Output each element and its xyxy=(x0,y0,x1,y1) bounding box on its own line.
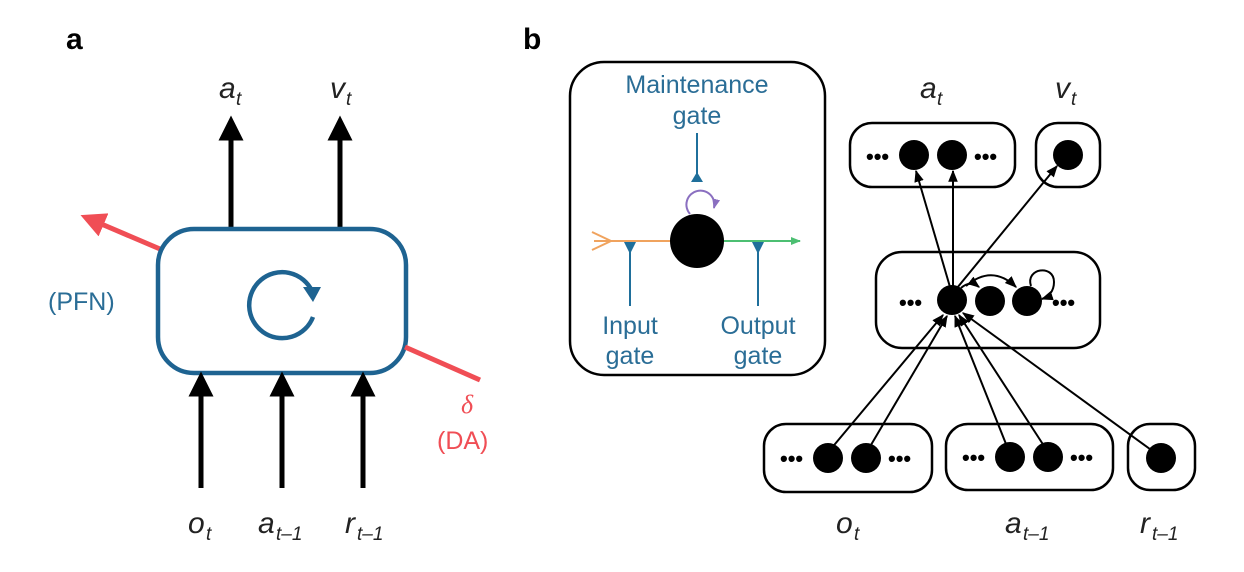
output-label-sub: t xyxy=(346,89,352,110)
circular-arrow-icon xyxy=(246,269,321,341)
panel-a: a a t v t (PFN) δ (DA) xyxy=(48,23,488,545)
recurrent-connection-arrow xyxy=(965,274,1017,288)
b-output-label-value: v t xyxy=(1055,72,1077,110)
unit-node xyxy=(1033,442,1063,472)
unit-node xyxy=(899,140,929,170)
ellipsis: ••• xyxy=(1070,445,1093,470)
input-label-sub: t xyxy=(854,524,860,545)
layer-box xyxy=(1034,121,1102,189)
memory-cell-node xyxy=(670,214,724,268)
input-to-hidden-arrow xyxy=(867,314,948,451)
input-label-sub: t–1 xyxy=(276,524,302,545)
output-label-main: a xyxy=(219,72,236,105)
layer-box xyxy=(762,422,934,494)
output-gate-label-line1: Output xyxy=(720,312,795,340)
value-output-layer xyxy=(1034,121,1102,189)
input-label-main: r xyxy=(345,507,356,540)
prev-action-input-layer: ••• ••• xyxy=(944,422,1115,492)
self-recurrent-arrow xyxy=(1029,269,1056,301)
input-to-hidden-arrow xyxy=(829,314,944,451)
maintenance-gate-terminal xyxy=(691,172,703,182)
output-label-sub: t xyxy=(937,89,943,110)
output-label-main: v xyxy=(1055,72,1072,105)
output-label-value: v t xyxy=(330,72,352,110)
layer-box xyxy=(874,250,1102,350)
panel-a-label: a xyxy=(66,23,83,56)
input-label-main: o xyxy=(836,507,853,540)
unit-node xyxy=(1053,140,1083,170)
ellipsis: ••• xyxy=(899,290,922,315)
hidden-to-action-arrow xyxy=(914,169,951,288)
recurrent-connection-arrow xyxy=(960,276,980,289)
circular-arrow-head xyxy=(303,287,321,302)
ellipsis: ••• xyxy=(888,446,911,471)
delta-symbol: δ xyxy=(461,390,474,419)
prev-reward-input-layer xyxy=(1126,422,1197,492)
hidden-unit-node xyxy=(975,286,1005,316)
input-to-hidden-arrow xyxy=(962,312,1155,453)
input-label-observation: o t xyxy=(188,507,212,545)
input-label-prev-reward: r t–1 xyxy=(345,507,383,545)
unit-node xyxy=(937,140,967,170)
unit-node xyxy=(1146,443,1176,473)
input-label-main: a xyxy=(1005,507,1022,540)
ellipsis: ••• xyxy=(974,144,997,169)
layer-box xyxy=(1126,422,1197,492)
unit-node xyxy=(813,443,843,473)
input-label-main: o xyxy=(188,507,205,540)
input-label-sub: t–1 xyxy=(357,524,383,545)
ellipsis: ••• xyxy=(780,446,803,471)
input-to-hidden-arrow xyxy=(954,314,1009,450)
b-input-label-observation: o t xyxy=(836,507,860,545)
output-label-main: a xyxy=(920,72,937,105)
input-label-sub: t xyxy=(206,524,212,545)
input-label-main: a xyxy=(258,507,275,540)
panel-b-label: b xyxy=(523,23,541,56)
input-gate-label-line2: gate xyxy=(606,342,655,370)
maintenance-gate-label-line1: Maintenance xyxy=(625,71,768,99)
ellipsis: ••• xyxy=(1052,290,1075,315)
recurrent-hidden-layer: ••• ••• xyxy=(874,250,1102,350)
maintenance-loop-arrow xyxy=(685,189,721,215)
observation-input-layer: ••• ••• xyxy=(762,422,934,494)
recurrent-network-box xyxy=(155,226,409,376)
output-gate-terminal xyxy=(752,242,764,254)
input-label-sub: t–1 xyxy=(1023,524,1049,545)
ellipsis: ••• xyxy=(962,445,985,470)
circular-arrow-path xyxy=(246,269,316,341)
input-label-prev-action: a t–1 xyxy=(258,507,302,545)
b-output-label-action: a t xyxy=(920,72,943,110)
input-gate-label-line1: Input xyxy=(602,312,658,340)
maintenance-gate-label-line2: gate xyxy=(673,102,722,130)
dopamine-signal-line xyxy=(403,344,482,383)
pfn-label: (PFN) xyxy=(48,288,115,316)
unit-node xyxy=(851,443,881,473)
lstm-unit-inset: Maintenance gate Input gate Output gat xyxy=(568,60,827,377)
hidden-to-value-arrow xyxy=(956,165,1058,289)
layer-box xyxy=(848,121,1017,189)
output-label-sub: t xyxy=(236,89,242,110)
output-label-sub: t xyxy=(1071,89,1077,110)
hidden-unit-node xyxy=(1012,286,1042,316)
ellipsis: ••• xyxy=(866,144,889,169)
panel-b: b Maintenance gate Input gate xyxy=(523,23,1197,545)
action-output-layer: ••• ••• xyxy=(848,121,1017,189)
da-label: (DA) xyxy=(437,427,488,455)
b-input-label-prev-action: a t–1 xyxy=(1005,507,1049,545)
b-input-label-prev-reward: r t–1 xyxy=(1140,507,1178,545)
input-label-sub: t–1 xyxy=(1152,524,1178,545)
input-gate-terminal xyxy=(624,242,636,254)
output-gate-label-line2: gate xyxy=(734,342,783,370)
unit-node xyxy=(995,442,1025,472)
output-label-action: a t xyxy=(219,72,242,110)
output-label-main: v xyxy=(330,72,347,105)
input-label-main: r xyxy=(1140,507,1151,540)
hidden-unit-node xyxy=(937,285,967,315)
inset-frame xyxy=(568,60,827,377)
pfn-output-arrow xyxy=(80,213,161,252)
input-to-hidden-arrow xyxy=(958,313,1047,450)
